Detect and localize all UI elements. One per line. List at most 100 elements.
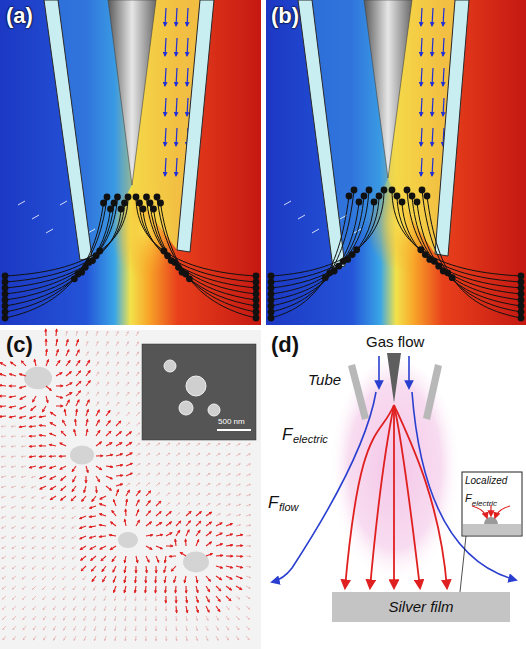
field-arrow [226,514,231,516]
flow-arrow [432,68,433,86]
field-arrow [66,372,71,376]
field-arrow [32,576,36,579]
field-arrow [85,476,86,483]
field-arrow [196,493,200,496]
scale-bar [217,429,251,431]
field-arrow [76,400,79,406]
field-arrow [86,392,89,396]
nanoparticle [179,401,193,415]
field-arrow [96,331,98,336]
field-arrow [2,586,6,589]
field-arrow [22,536,26,539]
field-arrow [216,483,220,486]
field-arrow [176,493,180,496]
field-arrow [43,616,46,620]
field-arrow [96,442,102,446]
particle [121,200,128,207]
field-arrow [135,576,137,583]
field-arrow [45,329,46,336]
field-arrow [126,372,129,376]
field-arrow [11,486,16,488]
field-arrow [72,486,76,492]
flow-arrow [176,98,177,116]
particle [518,273,525,280]
field-arrow [196,521,201,526]
field-arrow [33,606,36,610]
field-arrow [12,566,16,569]
field-arrow [312,229,319,233]
field-arrow [12,596,16,599]
field-arrow [125,626,127,631]
field-arrow [21,446,26,448]
field-arrow [206,606,209,612]
field-arrow [23,616,26,620]
field-arrow [145,606,147,611]
field-arrow [96,476,100,482]
field-arrow [21,486,26,488]
field-arrow [56,396,63,398]
field-arrow [61,486,66,491]
field-arrow [186,483,190,486]
particle [268,279,275,286]
field-arrow [9,385,16,386]
inset-box: LocalizedFelectric [462,472,522,504]
field-arrow [146,483,150,486]
field-arrow [0,362,6,366]
field-arrow [176,473,180,476]
field-arrow [146,501,150,506]
particle [351,187,358,194]
particle [361,193,368,200]
field-arrow [246,464,251,466]
field-arrow [246,444,250,446]
field-arrow [11,476,16,477]
field-arrow [116,484,123,486]
field-arrow [1,486,6,488]
field-arrow [12,536,16,539]
field-arrow [62,536,66,539]
field-arrow [96,352,98,356]
field-arrow [74,636,76,641]
field-arrow [196,530,200,536]
field-arrow [165,586,167,593]
field-arrow [216,494,220,496]
particle [414,199,421,206]
field-arrow [216,443,220,446]
field-arrow [116,489,119,496]
flow-arrow [176,68,177,86]
flow-arrow [443,38,444,56]
field-arrow [206,522,212,526]
field-arrow [2,526,6,528]
field-arrow [125,636,127,641]
field-arrow [42,406,46,412]
field-arrow [236,474,240,476]
field-arrow [126,432,131,436]
field-arrow [90,546,96,549]
field-arrow [60,443,66,446]
field-arrow [13,636,16,640]
particle [143,194,150,201]
field-arrow [95,486,97,493]
field-arrow [22,566,26,569]
field-arrow [136,402,139,406]
flow-arrow [432,128,433,146]
field-arrow [32,506,36,508]
field-arrow [96,341,98,346]
trajectory [271,190,354,312]
particle [150,206,157,213]
field-arrow [11,496,16,498]
field-arrow [175,596,176,603]
field-arrow [9,406,16,408]
field-arrow [42,526,46,529]
field-arrow [65,409,66,416]
leader-line [460,536,466,592]
field-arrow [246,484,251,486]
field-arrow [156,522,162,526]
field-arrow [56,360,60,366]
field-arrow [53,636,56,640]
particle [268,297,275,304]
needle [364,0,412,178]
flow-arrow [432,38,433,56]
field-arrow [106,372,109,376]
field-arrow [186,443,190,446]
